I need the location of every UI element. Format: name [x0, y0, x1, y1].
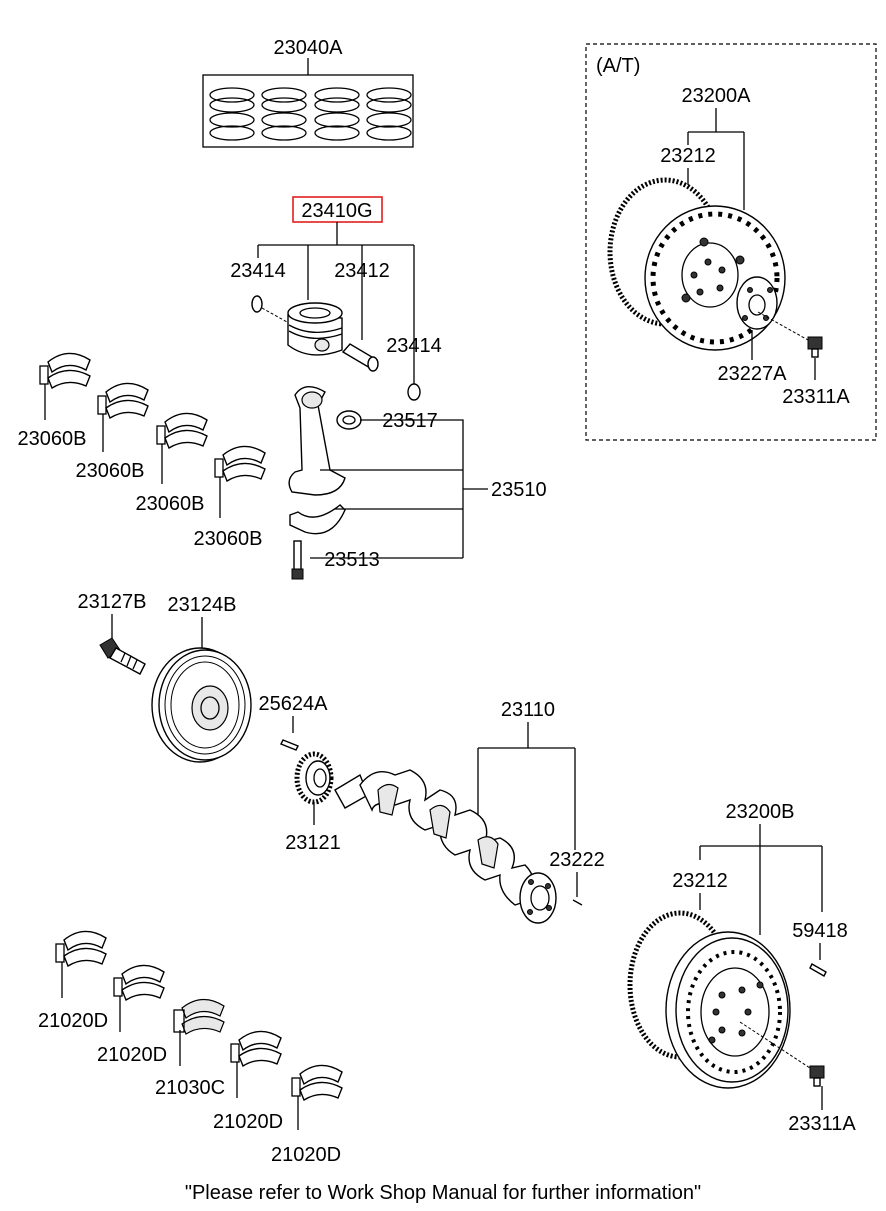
rod-bolt-icon: [291, 540, 304, 580]
bearing-shell-icon: [39, 352, 91, 390]
label-23060B-1: 23060B: [18, 428, 87, 450]
connecting-rod-icon: [288, 386, 346, 496]
adapter-plate-icon: [736, 276, 778, 330]
label-23200B: 23200B: [726, 801, 795, 823]
label-23513: 23513: [324, 549, 380, 571]
piston-rings-group: 23040A: [202, 37, 414, 148]
label-23060B-4: 23060B: [194, 528, 263, 550]
at-flywheel-group: (A/T) 23200A 23212 23227A: [585, 43, 877, 441]
label-23212-mt: 23212: [672, 870, 728, 892]
label-23517: 23517: [382, 410, 438, 432]
label-23060B-2: 23060B: [76, 460, 145, 482]
main-bearing-icon: [113, 964, 165, 1002]
pulley-bolt-icon: [99, 637, 146, 675]
piston-group: 23410G 23414 23412 23414: [230, 196, 442, 401]
label-23414-left: 23414: [230, 260, 286, 282]
bolt-mt-icon: [809, 1065, 825, 1087]
bearing-shell-icon: [156, 412, 208, 450]
label-at: (A/T): [596, 55, 640, 77]
main-bearings-group: 21020D 21020D 21030C 21020D 21020D: [38, 930, 343, 1166]
pin-icon: [809, 963, 827, 977]
crankshaft-icon: [334, 769, 557, 924]
label-23311A-at: 23311A: [782, 386, 850, 408]
rod-cap-icon: [289, 504, 346, 535]
piston-pin-icon: [341, 343, 379, 372]
clip-right-icon: [407, 383, 421, 401]
label-23110: 23110: [501, 699, 555, 721]
bolt-icon: [807, 336, 823, 358]
label-23222: 23222: [549, 849, 605, 871]
label-23040A: 23040A: [274, 37, 344, 59]
bushing-icon: [336, 410, 362, 430]
label-23412: 23412: [334, 260, 390, 282]
bearing-shell-icon: [97, 382, 149, 420]
label-23124B: 23124B: [168, 594, 237, 616]
dowel-pin-icon: [572, 899, 583, 906]
main-bearing-icon: [55, 930, 107, 968]
flywheel-icon: [665, 931, 791, 1089]
label-23200A: 23200A: [682, 85, 752, 107]
label-23510: 23510: [491, 479, 547, 501]
crankshaft-group: 23110 23222: [334, 699, 605, 924]
label-23414-right: 23414: [386, 335, 442, 357]
label-59418: 59418: [792, 920, 848, 942]
crank-pulley-icon: [151, 647, 252, 763]
connecting-rod-group: 23517 23510 23513: [288, 386, 547, 580]
label-23311A-mt: 23311A: [788, 1113, 856, 1135]
label-21020D-4: 21020D: [213, 1111, 283, 1133]
woodruff-key-icon: [280, 739, 299, 751]
main-bearing-icon: [230, 1030, 282, 1068]
label-21030C: 21030C: [155, 1077, 225, 1099]
label-23410G[interactable]: 23410G: [301, 200, 372, 222]
upper-bearings-group: 23060B 23060B 23060B 23060B: [18, 352, 266, 550]
label-21020D-2: 21020D: [97, 1044, 167, 1066]
label-23127B: 23127B: [78, 591, 147, 613]
piston-icon: [287, 302, 343, 356]
pulley-group: 23127B 23124B: [78, 591, 252, 763]
label-23121: 23121: [285, 832, 341, 854]
clip-left-icon: [251, 295, 263, 313]
label-21020D-1: 21020D: [38, 1010, 108, 1032]
label-23060B-3: 23060B: [136, 493, 205, 515]
label-23227A: 23227A: [718, 363, 788, 385]
label-21020D-5: 21020D: [271, 1144, 341, 1166]
footer-note: "Please refer to Work Shop Manual for fu…: [184, 1182, 702, 1204]
crank-sprocket-icon: [294, 751, 334, 805]
mt-flywheel-group: 23200B 23212 59418 23311A: [627, 801, 856, 1135]
main-bearing-icon: [291, 1064, 343, 1102]
bearing-shell-icon: [214, 445, 266, 483]
thrust-bearing-icon: [173, 998, 225, 1035]
key-sprocket-group: 25624A 23121: [259, 693, 341, 854]
label-25624A: 25624A: [259, 693, 329, 715]
label-23212-at: 23212: [660, 145, 716, 167]
